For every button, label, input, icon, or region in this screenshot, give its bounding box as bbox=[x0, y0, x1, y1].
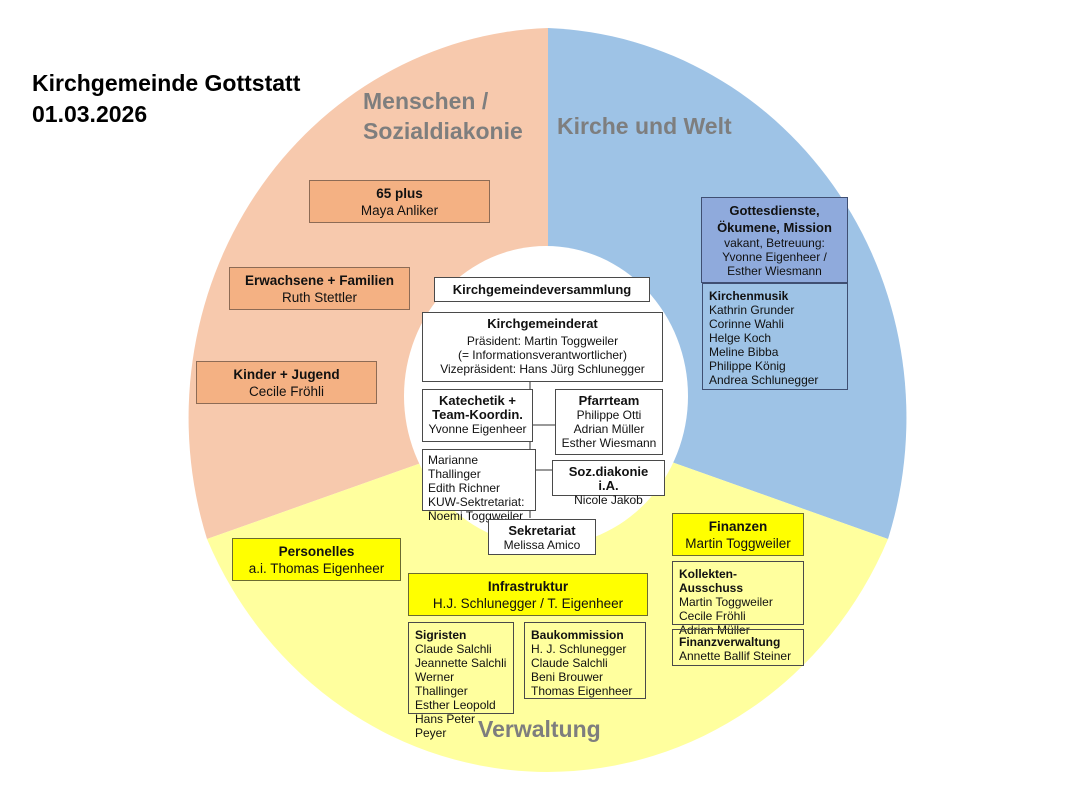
box-pfarrteam: Pfarrteam Philippe Otti Adrian Müller Es… bbox=[555, 389, 663, 455]
box-gottesdienste-heading-1: Gottesdienste, bbox=[729, 203, 820, 218]
box-sozdiakonie-heading: Soz.diakonie i.A. bbox=[568, 464, 649, 493]
box-sekretariat-heading: Sekretariat bbox=[508, 523, 576, 538]
box-infrastruktur: Infrastruktur H.J. Schlunegger / T. Eige… bbox=[408, 573, 648, 616]
box-baukommission: Baukommission H. J. Schlunegger Claude S… bbox=[524, 622, 646, 699]
box-baukommission-member: H. J. Schlunegger bbox=[531, 642, 627, 656]
box-sigristen-member: Jeannette Salchli bbox=[415, 656, 507, 670]
box-finanzen-heading: Finanzen bbox=[708, 519, 768, 534]
box-finanzen-name: Martin Toggweiler bbox=[685, 536, 791, 551]
box-rat-praesident: Präsident: Martin Toggweiler bbox=[466, 334, 619, 348]
box-baukommission-member: Claude Salchli bbox=[531, 656, 608, 670]
box-65-plus: 65 plus Maya Anliker bbox=[309, 180, 490, 223]
box-sozdiakonie: Soz.diakonie i.A. Nicole Jakob bbox=[552, 460, 665, 507]
box-infrastruktur-heading: Infrastruktur bbox=[487, 579, 569, 594]
box-gottesdienste-heading-2: Ökumene, Mission bbox=[717, 220, 832, 235]
box-sigristen-member: Claude Salchli bbox=[415, 642, 492, 656]
sector-menschen-line1: Menschen / bbox=[363, 88, 489, 114]
title-line-1: Kirchgemeinde Gottstatt bbox=[32, 70, 301, 96]
box-65-plus-name: Maya Anliker bbox=[360, 203, 439, 218]
box-pfarrteam-member: Adrian Müller bbox=[573, 422, 645, 436]
box-erwachsene-heading: Erwachsene + Familien bbox=[245, 273, 394, 288]
sector-menschen-line2: Sozialdiakonie bbox=[363, 118, 523, 144]
sector-label-verwaltung: Verwaltung bbox=[478, 714, 601, 744]
box-baukommission-heading: Baukommission bbox=[531, 628, 624, 642]
box-pfarrteam-member: Esther Wiesmann bbox=[561, 436, 657, 450]
box-kirchenmusik: Kirchenmusik Kathrin Grunder Corinne Wah… bbox=[702, 283, 848, 390]
box-kollekten-member: Martin Toggweiler bbox=[679, 595, 773, 609]
box-kollekten-ausschuss: Kollekten-Ausschuss Martin Toggweiler Ce… bbox=[672, 561, 804, 637]
box-65-plus-heading: 65 plus bbox=[376, 186, 423, 201]
box-pfarrteam-member: Philippe Otti bbox=[576, 408, 642, 422]
box-katechetik-heading-2: Team-Koordin. bbox=[432, 407, 523, 422]
box-finanzverwaltung: Finanzverwaltung Annette Ballif Steiner bbox=[672, 629, 804, 666]
box-finanzverwaltung-heading: Finanzverwaltung bbox=[679, 635, 781, 649]
sector-kirche-label: Kirche und Welt bbox=[557, 113, 732, 139]
box-finanzen: Finanzen Martin Toggweiler bbox=[672, 513, 804, 556]
box-kollekten-heading: Kollekten-Ausschuss bbox=[679, 567, 744, 595]
box-kirchenmusik-member: Corinne Wahli bbox=[709, 317, 784, 331]
box-erwachsene-familien: Erwachsene + Familien Ruth Stettler bbox=[229, 267, 410, 310]
box-rat-vize: Vizepräsident: Hans Jürg Schlunegger bbox=[440, 362, 645, 376]
box-sekretariat: Sekretariat Melissa Amico bbox=[488, 519, 596, 555]
sector-label-menschen: Menschen / Sozialdiakonie bbox=[363, 86, 523, 146]
box-kollekten-member: Adrian Müller bbox=[679, 623, 750, 637]
title-date: 01.03.2026 bbox=[32, 101, 148, 127]
box-katechetik: Katechetik + Team-Koordin. Yvonne Eigenh… bbox=[422, 389, 533, 442]
box-personelles-name: a.i. Thomas Eigenheer bbox=[248, 561, 385, 576]
box-baukommission-member: Thomas Eigenheer bbox=[531, 684, 633, 698]
box-kirchenmusik-member: Philippe König bbox=[709, 359, 786, 373]
sector-label-kirche: Kirche und Welt bbox=[557, 111, 732, 141]
box-gottesdienste: Gottesdienste, Ökumene, Mission vakant, … bbox=[701, 197, 848, 283]
box-sozdiakonie-name: Nicole Jakob bbox=[574, 493, 643, 507]
sector-verwaltung-label: Verwaltung bbox=[478, 716, 601, 742]
box-kuw: Marianne Thallinger Edith Richner KUW-Se… bbox=[422, 449, 536, 523]
box-kirchenmusik-heading: Kirchenmusik bbox=[709, 289, 789, 303]
box-kinder-heading: Kinder + Jugend bbox=[233, 367, 340, 382]
box-versammlung-heading: Kirchgemeindeversammlung bbox=[452, 282, 632, 297]
box-kirchgemeinderat: Kirchgemeinderat Präsident: Martin Toggw… bbox=[422, 312, 663, 382]
box-gottesdienste-line: Esther Wiesmann bbox=[727, 264, 822, 278]
box-kirchgemeindeversammlung: Kirchgemeindeversammlung bbox=[434, 277, 650, 302]
box-katechetik-name: Yvonne Eigenheer bbox=[428, 422, 527, 436]
box-infrastruktur-name: H.J. Schlunegger / T. Eigenheer bbox=[432, 596, 624, 611]
box-personelles-heading: Personelles bbox=[278, 544, 355, 559]
box-katechetik-heading-1: Katechetik + bbox=[439, 393, 516, 408]
box-sigristen-member: Hans Peter Peyer bbox=[415, 712, 476, 740]
box-rat-heading: Kirchgemeinderat bbox=[487, 316, 598, 331]
box-pfarrteam-heading: Pfarrteam bbox=[578, 393, 640, 408]
box-rat-info: (= Informationsverantwortlicher) bbox=[457, 348, 628, 362]
box-kollekten-member: Cecile Fröhli bbox=[679, 609, 746, 623]
box-kuw-line: Marianne Thallinger bbox=[428, 453, 481, 481]
box-kinder-jugend: Kinder + Jugend Cecile Fröhli bbox=[196, 361, 377, 404]
page-title: Kirchgemeinde Gottstatt 01.03.2026 bbox=[32, 68, 300, 130]
box-kuw-line: Edith Richner bbox=[428, 481, 501, 495]
box-baukommission-member: Beni Brouwer bbox=[531, 670, 604, 684]
box-sigristen-member: Werner Thallinger bbox=[415, 670, 468, 698]
box-gottesdienste-line: vakant, Betreuung: bbox=[724, 236, 825, 250]
box-erwachsene-name: Ruth Stettler bbox=[281, 290, 358, 305]
box-sigristen-member: Esther Leopold bbox=[415, 698, 496, 712]
box-kinder-name: Cecile Fröhli bbox=[248, 384, 325, 399]
box-kirchenmusik-member: Helge Koch bbox=[709, 331, 772, 345]
box-personelles: Personelles a.i. Thomas Eigenheer bbox=[232, 538, 401, 581]
box-kirchenmusik-member: Andrea Schlunegger bbox=[709, 373, 819, 387]
box-gottesdienste-line: Yvonne Eigenheer / bbox=[722, 250, 827, 264]
box-kuw-line: KUW-Sektretariat: bbox=[428, 495, 525, 509]
box-sekretariat-name: Melissa Amico bbox=[503, 538, 581, 552]
box-sigristen: Sigristen Claude Salchli Jeannette Salch… bbox=[408, 622, 514, 740]
box-kirchenmusik-member: Kathrin Grunder bbox=[709, 303, 795, 317]
box-finanzverwaltung-name: Annette Ballif Steiner bbox=[679, 649, 792, 663]
box-sigristen-heading: Sigristen bbox=[415, 628, 467, 642]
box-kirchenmusik-member: Meline Bibba bbox=[709, 345, 779, 359]
